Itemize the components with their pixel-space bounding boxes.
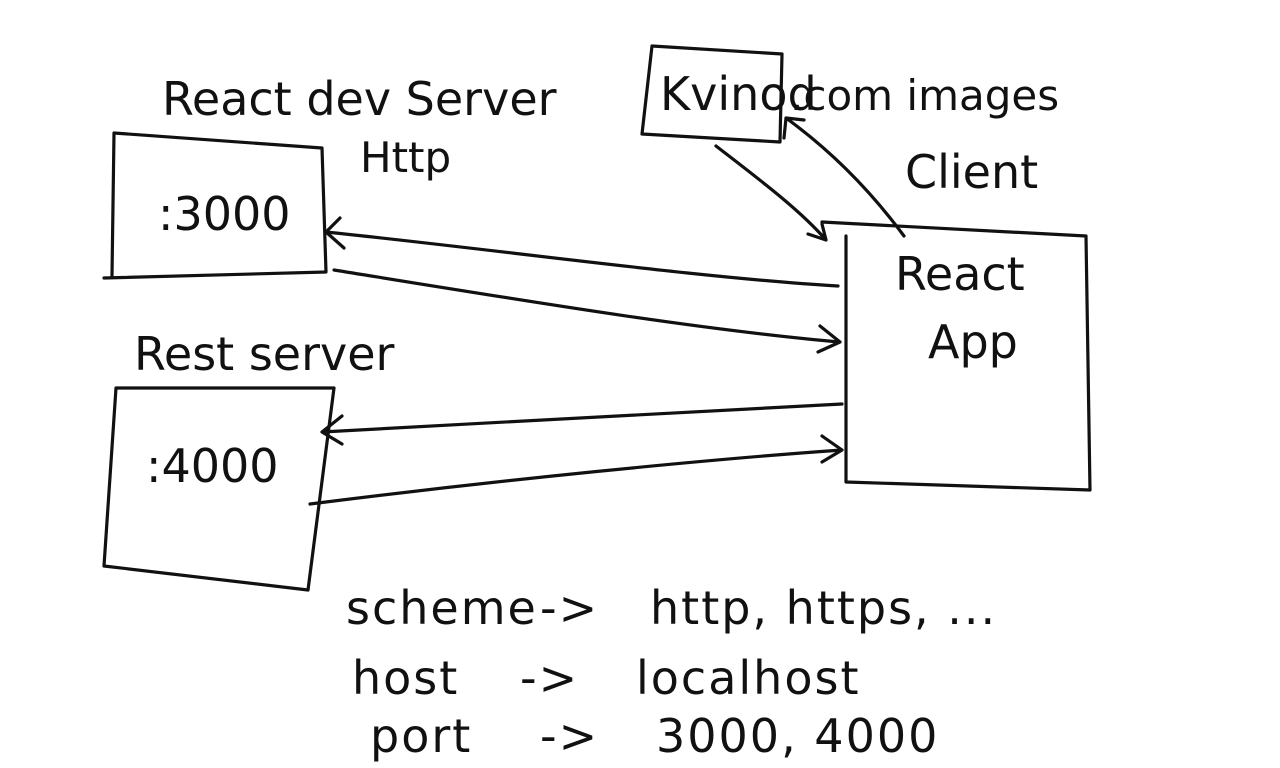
react-app-box xyxy=(820,220,1092,492)
legend-row-host: host -> localhost xyxy=(352,651,860,705)
react-app-line2: App xyxy=(928,315,1018,369)
react-app-line1: React xyxy=(895,247,1025,301)
dev-server-box xyxy=(102,131,328,280)
legend-value: http, https, ... xyxy=(650,581,997,635)
kvinod-node: Kvinod .com images xyxy=(640,44,1059,144)
legend-arrow: -> xyxy=(540,581,599,635)
rest-server-box xyxy=(102,386,336,592)
legend-key: scheme xyxy=(346,581,538,635)
connections xyxy=(308,116,906,506)
kvinod-suffix: .com images xyxy=(790,71,1059,120)
legend-arrow: -> xyxy=(540,709,599,763)
arrow-app-to-kvinod xyxy=(782,116,906,238)
dev-server-protocol: Http xyxy=(360,133,451,182)
dev-server-node: React dev Server Http :3000 xyxy=(102,72,557,280)
legend-key: host xyxy=(352,651,459,705)
rest-server-port: :4000 xyxy=(146,439,279,493)
legend-row-scheme: scheme -> http, https, ... xyxy=(346,581,997,635)
kvinod-label: Kvinod xyxy=(660,67,817,121)
arrow-devserver-to-app xyxy=(332,268,842,354)
dev-server-port: :3000 xyxy=(158,187,291,241)
url-parts-legend: scheme -> http, https, ... host -> local… xyxy=(346,581,997,763)
legend-value: 3000, 4000 xyxy=(656,709,939,763)
arrow-kvinod-to-app xyxy=(714,144,828,242)
rest-server-title: Rest server xyxy=(134,327,395,381)
arrow-app-to-restserver xyxy=(320,402,844,446)
arrow-restserver-to-app xyxy=(308,434,844,506)
dev-server-title: React dev Server xyxy=(162,72,557,126)
legend-key: port xyxy=(370,709,472,763)
client-node: Client React App xyxy=(820,145,1092,492)
client-title: Client xyxy=(905,145,1038,199)
arrow-app-to-devserver xyxy=(324,216,840,288)
legend-value: localhost xyxy=(636,651,860,705)
legend-row-port: port -> 3000, 4000 xyxy=(370,709,939,763)
legend-arrow: -> xyxy=(520,651,579,705)
rest-server-node: Rest server :4000 xyxy=(102,327,395,592)
kvinod-box xyxy=(640,44,784,144)
